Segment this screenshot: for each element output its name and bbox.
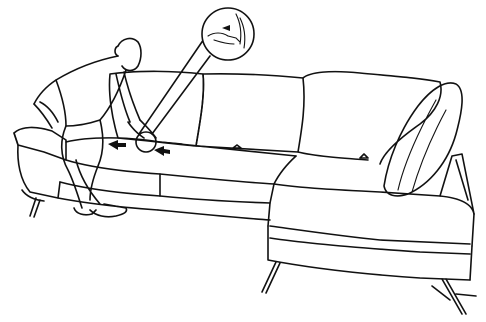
sofa-chaise xyxy=(267,153,475,281)
sofa-back-cushion-2 xyxy=(195,72,305,153)
person-icon xyxy=(33,37,157,218)
sofa-back-cushion-3 xyxy=(297,70,442,165)
detail-circle-target xyxy=(135,131,157,153)
hand-detail-icon xyxy=(201,7,255,61)
arrow-icon xyxy=(154,146,170,156)
detail-callout xyxy=(135,7,255,153)
sofa-left-armrest xyxy=(13,126,67,218)
sofa-icon xyxy=(13,70,477,315)
sofa-seat-middle xyxy=(157,141,297,221)
sofa-legs xyxy=(261,261,477,315)
arrow-icon xyxy=(108,140,126,150)
sofa-bolster-pillow xyxy=(383,82,463,197)
